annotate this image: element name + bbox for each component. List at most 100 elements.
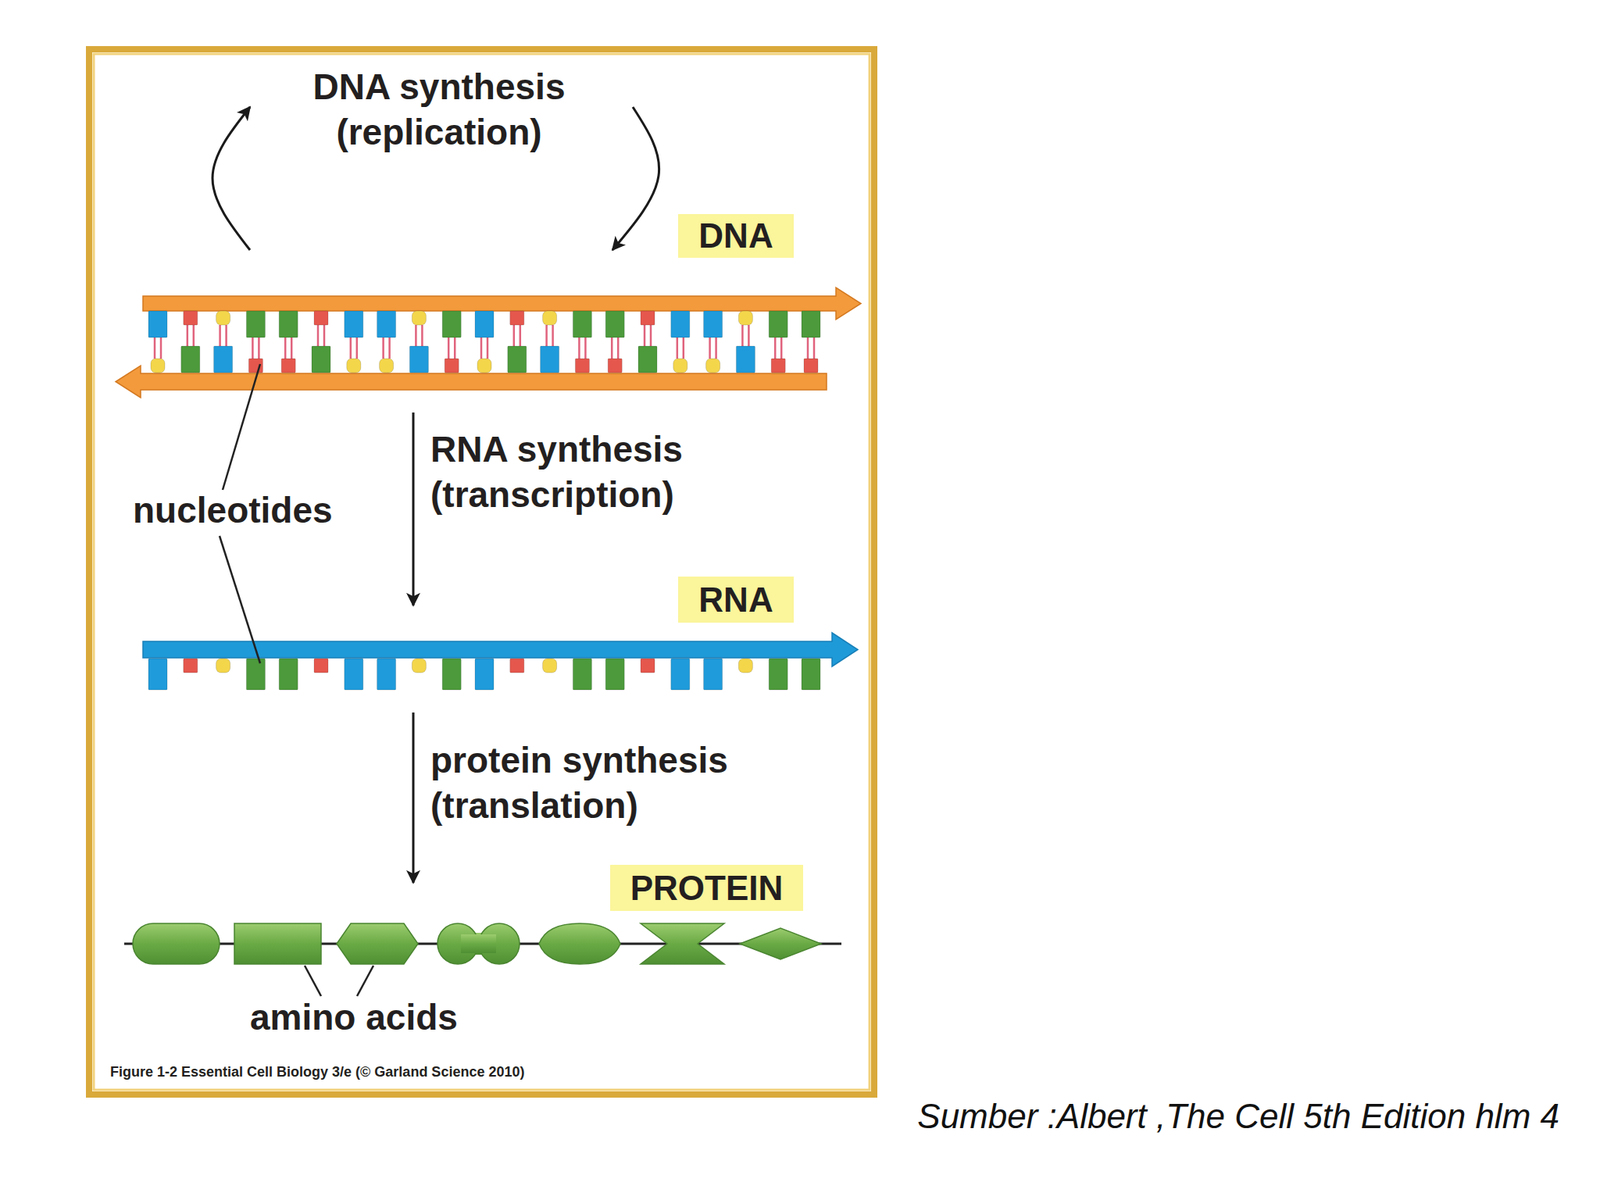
rna-base bbox=[246, 658, 265, 690]
figure-frame bbox=[89, 49, 875, 1095]
part-label: amino acids bbox=[250, 994, 500, 1040]
part-label: nucleotides bbox=[132, 487, 383, 533]
dna-base bbox=[738, 310, 753, 325]
process-label: RNA synthesis (transcription) bbox=[430, 426, 759, 518]
dna-base bbox=[246, 310, 265, 338]
rna-base bbox=[768, 658, 788, 690]
process-arrow bbox=[413, 412, 415, 606]
dna-base bbox=[442, 310, 461, 338]
hydrogen-bond bbox=[383, 337, 390, 359]
dna-base bbox=[377, 310, 397, 338]
hydrogen-bond bbox=[252, 337, 259, 359]
amino-acid bbox=[437, 923, 520, 965]
hydrogen-bond bbox=[644, 325, 651, 347]
dna-base bbox=[344, 310, 364, 338]
rna-base bbox=[344, 658, 364, 690]
arrow-arc bbox=[212, 107, 250, 250]
figure-frame-inner bbox=[93, 53, 870, 1090]
dna-base bbox=[673, 358, 688, 373]
hydrogen-bond bbox=[514, 325, 521, 347]
dna-double-helix bbox=[115, 287, 861, 398]
hydrogen-bond bbox=[285, 337, 292, 359]
rna-base bbox=[442, 658, 461, 690]
dna-base bbox=[803, 358, 818, 373]
dna-base bbox=[379, 358, 394, 373]
rna-base bbox=[148, 658, 168, 690]
hydrogen-bond bbox=[350, 337, 358, 359]
amino-acid-waist bbox=[457, 932, 500, 955]
protein-chain bbox=[124, 923, 842, 965]
hydrogen-bond bbox=[578, 337, 586, 359]
amino-acid bbox=[539, 923, 621, 965]
rna-base bbox=[738, 658, 753, 673]
dna-base bbox=[346, 358, 361, 373]
amino-acid-waist bbox=[460, 934, 497, 954]
dna-base bbox=[311, 346, 331, 373]
dna-base bbox=[542, 310, 558, 325]
amino-acid bbox=[739, 928, 822, 960]
hydrogen-bond bbox=[220, 325, 227, 347]
hydrogen-bond bbox=[546, 325, 554, 347]
dna-base bbox=[214, 346, 233, 373]
dna-base bbox=[703, 310, 723, 338]
dna-base bbox=[507, 346, 527, 373]
arrow-arc bbox=[612, 107, 660, 250]
dna-base bbox=[444, 358, 459, 373]
dna-base bbox=[475, 310, 494, 338]
hydrogen-bond bbox=[187, 325, 194, 347]
amino-acid bbox=[336, 923, 418, 965]
rna-base bbox=[542, 658, 558, 673]
hydrogen-bond bbox=[317, 325, 325, 347]
arrow-line bbox=[412, 412, 415, 606]
hydrogen-bond bbox=[154, 337, 161, 359]
dna-base bbox=[216, 310, 231, 325]
dna-base bbox=[183, 310, 198, 325]
dna-base bbox=[411, 310, 426, 325]
molecule-band: PROTEIN bbox=[121, 898, 844, 973]
leader-line bbox=[222, 364, 261, 490]
dna-base bbox=[148, 310, 168, 338]
hydrogen-bond bbox=[807, 337, 815, 359]
dna-base bbox=[706, 358, 721, 373]
rna-base bbox=[183, 658, 198, 673]
rna-base bbox=[640, 658, 655, 673]
dna-base bbox=[638, 346, 658, 373]
dna-base bbox=[278, 310, 298, 338]
dna-base bbox=[575, 358, 590, 373]
amino-acid bbox=[640, 923, 725, 965]
dna-base bbox=[314, 310, 329, 325]
leader-line bbox=[304, 965, 322, 997]
hydrogen-bond bbox=[481, 337, 488, 359]
hydrogen-bond bbox=[742, 325, 749, 347]
rna-base bbox=[216, 658, 231, 673]
rna-base bbox=[475, 658, 494, 690]
dna-base bbox=[801, 310, 821, 338]
rna-base bbox=[314, 658, 329, 673]
molecule-label: PROTEIN bbox=[610, 864, 804, 911]
dna-base bbox=[735, 346, 755, 373]
hydrogen-bond bbox=[710, 337, 717, 359]
dna-base bbox=[768, 310, 788, 338]
rna-base bbox=[703, 658, 723, 690]
molecule-band: DNA bbox=[140, 289, 864, 397]
dna-base bbox=[181, 346, 200, 373]
dna-base bbox=[605, 310, 625, 338]
rna-base bbox=[801, 658, 821, 690]
dna-base bbox=[510, 310, 525, 325]
process-label: protein synthesis (translation) bbox=[430, 737, 759, 829]
hydrogen-bond bbox=[677, 337, 684, 359]
hydrogen-bond bbox=[415, 325, 422, 347]
hydrogen-bond bbox=[448, 337, 455, 359]
molecule-label: RNA bbox=[678, 576, 794, 623]
rna-base bbox=[278, 658, 298, 690]
hydrogen-bond bbox=[775, 337, 782, 359]
dna-base bbox=[607, 358, 622, 373]
rna-bases bbox=[148, 658, 821, 690]
amino-acid bbox=[132, 923, 220, 965]
dna-base bbox=[281, 358, 296, 373]
molecule-band: RNA bbox=[140, 621, 864, 697]
